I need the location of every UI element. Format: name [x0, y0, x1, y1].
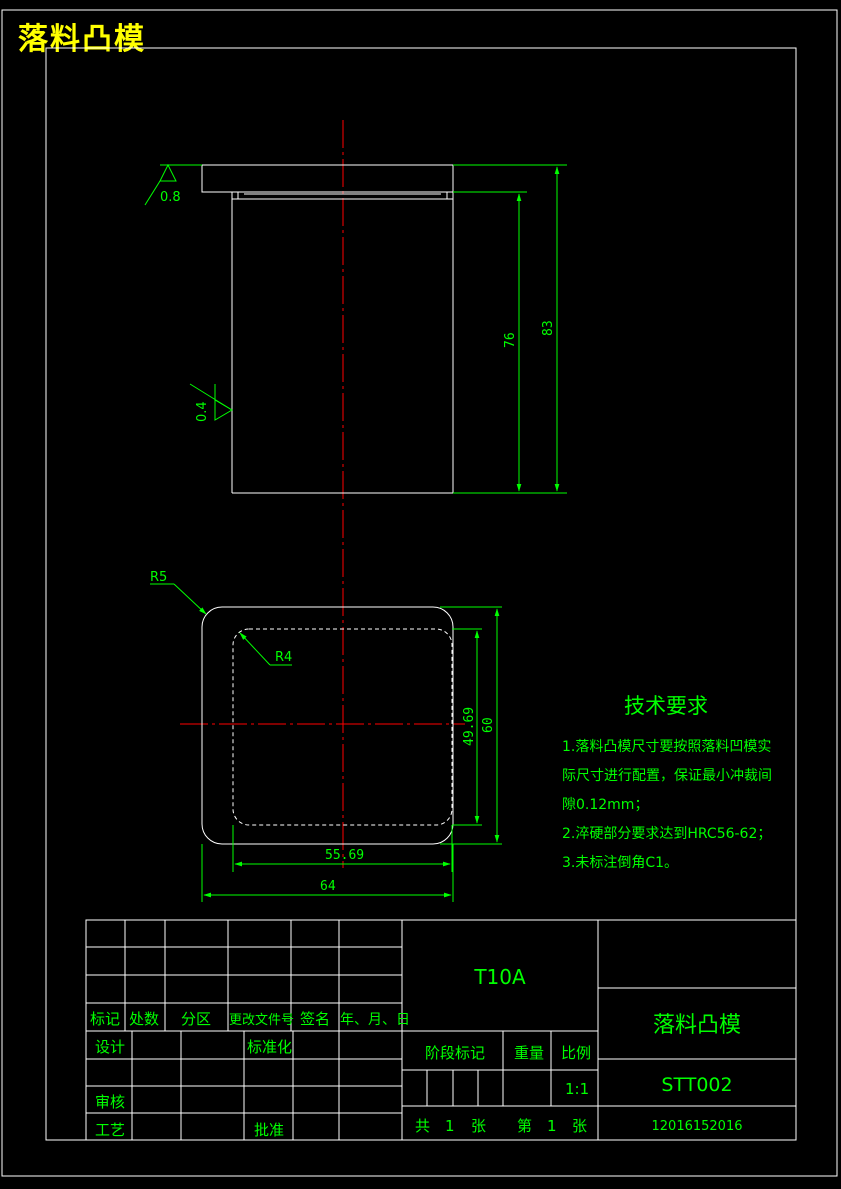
label-approve: 批准: [254, 1121, 284, 1139]
top-view-inner: [232, 628, 453, 826]
tech-req-heading: 技术要求: [624, 694, 708, 718]
frame-border: [45, 47, 797, 1141]
label-weight: 重量: [514, 1044, 544, 1062]
label-scale: 比例: [561, 1044, 591, 1062]
dim-height-83: 83: [541, 320, 556, 336]
title-block: [85, 919, 797, 1141]
height-dimensions: [453, 164, 567, 494]
label-total-unit: 张: [471, 1117, 486, 1135]
dim-radius-r5: R5: [150, 570, 167, 585]
label-sheet-unit: 张: [572, 1117, 587, 1135]
material-value: T10A: [473, 965, 526, 989]
label-standardize: 标准化: [247, 1038, 292, 1056]
label-stage-mark: 阶段标记: [425, 1044, 485, 1062]
header-label-mark: 标记: [90, 1010, 120, 1028]
dim-outer-height: 60: [481, 717, 496, 733]
surface-finish-side-symbol: [189, 383, 233, 421]
tech-req-line: 2.淬硬部分要求达到HRC56-62；: [562, 826, 771, 842]
label-total-prefix: 共: [415, 1117, 430, 1135]
surface-finish-top-value: 0.8: [160, 190, 181, 205]
surface-finish-top-symbol: [144, 163, 202, 206]
dim-outer-width: 64: [320, 879, 336, 894]
value-scale: 1:1: [565, 1080, 589, 1098]
label-sheet-prefix: 第: [517, 1117, 532, 1135]
dim-inner-width: 55.69: [325, 848, 364, 863]
header-label-date: 年、月、日: [340, 1012, 410, 1028]
sheet-border: [1, 9, 838, 1177]
tech-req-line: 1.落料凸模尺寸要按照落料凹模实: [562, 739, 771, 755]
label-design: 设计: [95, 1038, 125, 1056]
value-total-count: 1: [445, 1117, 455, 1135]
surface-finish-side-value: 0.4: [195, 401, 210, 422]
header-label-zone: 分区: [181, 1010, 211, 1028]
label-review: 审核: [95, 1093, 125, 1111]
radius-leaders: [150, 583, 292, 666]
drawing-code-value: 12016152016: [652, 1119, 743, 1134]
label-process: 工艺: [95, 1121, 125, 1139]
page-title: 落料凸模: [18, 22, 146, 57]
header-label-count: 处数: [129, 1010, 159, 1028]
top-view-dimensions: [201, 606, 502, 902]
dim-height-76: 76: [503, 332, 518, 348]
dim-radius-r4: R4: [275, 650, 292, 665]
dim-inner-height: 49.69: [462, 707, 477, 746]
tech-req-line: 隙0.12mm；: [562, 797, 648, 813]
tech-req-list: 1.落料凸模尺寸要按照落料凹模实 际尺寸进行配置，保证最小冲裁间 隙0.12mm…: [562, 739, 772, 871]
tech-req-line: 3.未标注倒角C1。: [562, 855, 678, 871]
drawing-number-value: STT002: [661, 1074, 732, 1096]
part-name-value: 落料凸模: [653, 1013, 741, 1038]
header-label-sign: 签名: [300, 1010, 330, 1028]
value-sheet-number: 1: [547, 1117, 557, 1135]
top-view-outer: [201, 606, 454, 845]
title-block-labels: 标记 处数 分区 更改文件号 签名 年、月、日 设计 标准化 审核 工艺 批准 …: [90, 1010, 591, 1139]
header-label-doc: 更改文件号: [229, 1013, 294, 1028]
front-view: [201, 164, 454, 494]
tech-req-line: 际尺寸进行配置，保证最小冲裁间: [562, 768, 772, 784]
